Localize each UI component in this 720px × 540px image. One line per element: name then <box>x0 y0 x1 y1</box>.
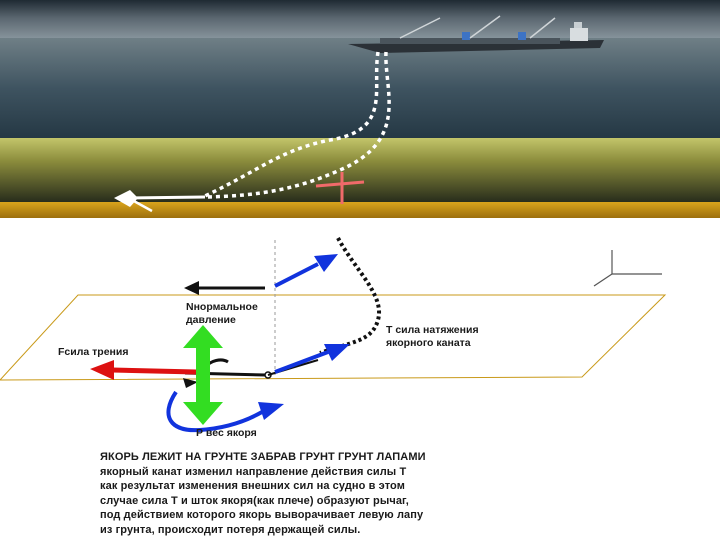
tension-arrow-lower-line <box>274 350 329 374</box>
seabed-scene <box>0 0 720 220</box>
fluke-head-2 <box>183 378 198 388</box>
label-friction-force: Fсила трения <box>58 346 129 358</box>
ship <box>348 15 604 53</box>
moment-arrow-head <box>258 402 284 420</box>
tension-arrow-upper-head <box>314 254 338 272</box>
axes-icon <box>593 250 662 287</box>
anchor-icon <box>114 190 206 213</box>
label-tension-force: Т сила натяжения якорного каната <box>386 324 479 349</box>
friction-arrow-line <box>111 367 197 375</box>
force-diagram <box>0 220 720 540</box>
caption-text: ЯКОРЬ ЛЕЖИТ НА ГРУНТЕ ЗАБРАВ ГРУНТ ГРУНТ… <box>100 451 426 536</box>
label-weight-force: Р вес якоря <box>196 427 257 439</box>
tension-arrow-lower-head <box>324 344 350 361</box>
cross-mark <box>315 172 365 204</box>
scene-illustration <box>0 0 720 218</box>
normal-arrow-head-down <box>183 402 223 425</box>
upper-black-arrow-head <box>184 281 199 295</box>
label-normal-force: Nнормальное давление <box>186 301 258 326</box>
normal-arrow-body <box>196 345 210 407</box>
moment-arrow-curve <box>166 390 263 433</box>
friction-arrow-head <box>90 360 114 380</box>
force-diagram-drawing <box>0 237 667 433</box>
tension-arrow-upper-line <box>274 262 319 288</box>
seabed-plane <box>0 294 667 381</box>
normal-arrow-head-up <box>183 325 223 348</box>
